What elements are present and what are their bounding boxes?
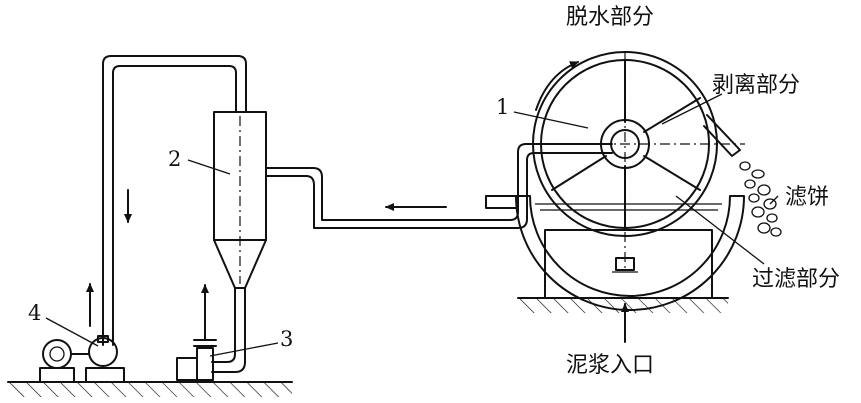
- filtrate-pipe: [265, 143, 613, 229]
- leader-pump-3: [209, 342, 279, 357]
- label-dewatering-zone: 脱水部分: [566, 5, 654, 30]
- leader-separator: [187, 159, 231, 175]
- pump-4: [39, 335, 125, 383]
- callout-drum: 1: [496, 95, 509, 119]
- leader-filter-cake: [769, 195, 779, 205]
- vacuum-separator: [213, 111, 267, 289]
- leader-drum: [513, 111, 589, 129]
- leader-pump-4: [45, 317, 99, 347]
- callout-pump-4: 4: [28, 301, 41, 325]
- ground-left: [7, 381, 293, 397]
- callout-pump-3: 3: [280, 327, 293, 351]
- rotation-arrow: [535, 61, 579, 111]
- label-slurry-inlet: 泥浆入口: [566, 353, 654, 378]
- label-stripping-zone: 剥离部分: [712, 73, 800, 98]
- leader-filtration: [675, 195, 765, 265]
- leader-stripping: [661, 93, 723, 125]
- callout-separator: 2: [168, 147, 181, 171]
- vacuum-pipe-loop: [102, 55, 247, 346]
- drum-filter: [485, 51, 745, 311]
- filter-cake-pieces: [739, 161, 782, 237]
- label-filtration-zone: 过滤部分: [752, 267, 840, 292]
- pump-3: [176, 339, 217, 381]
- label-filter-cake: 滤饼: [785, 185, 829, 210]
- pump3-suction-pipe: [211, 287, 246, 373]
